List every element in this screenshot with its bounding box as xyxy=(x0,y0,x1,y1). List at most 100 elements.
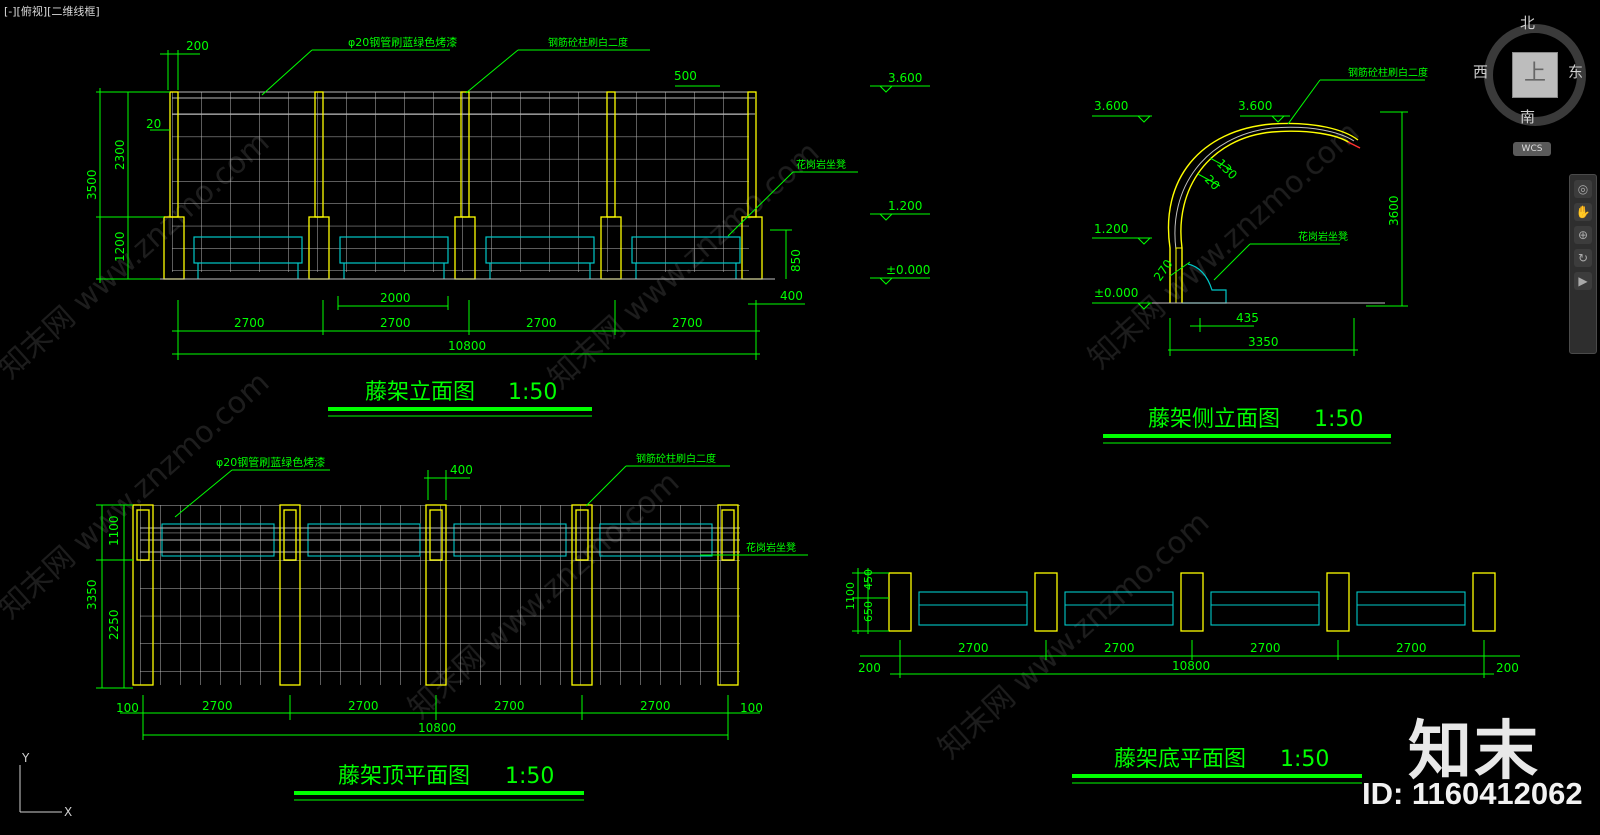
view-scale: 1:50 xyxy=(508,380,557,405)
title-underline xyxy=(328,407,592,411)
columns xyxy=(132,504,739,686)
showmotion-icon[interactable]: ▶ xyxy=(1574,272,1592,290)
dim-span: 2700 xyxy=(672,316,703,330)
column xyxy=(279,504,301,686)
view-scale: 1:50 xyxy=(1280,747,1329,772)
bench xyxy=(193,236,303,264)
bench xyxy=(1356,591,1466,626)
dim-1200: 1200 xyxy=(113,231,127,262)
dim-3350: 3350 xyxy=(85,579,99,610)
dim-400: 400 xyxy=(780,289,803,303)
view-title: 藤架底平面图 xyxy=(1114,747,1246,772)
level-label: ±0.000 xyxy=(1094,286,1138,300)
viewport-controls[interactable]: [-][俯视][二维线框] xyxy=(4,5,100,18)
compass-west[interactable]: 西 xyxy=(1473,63,1489,81)
watermark: 知末网 www.znzmo.com xyxy=(1082,115,1366,376)
bottom-title-block: 藤架底平面图 1:50 xyxy=(1072,747,1362,784)
dim-span: 2700 xyxy=(1250,641,1281,655)
note-column: 钢筋砼柱刷白二度 xyxy=(548,36,628,49)
dim-400: 400 xyxy=(450,463,473,477)
view-scale: 1:50 xyxy=(505,764,554,789)
elevation-view: 200 20 500 2300 3500 1200 850 2000 400 2… xyxy=(85,35,930,417)
level-label: 3.600 xyxy=(1094,99,1128,113)
zoom-icon[interactable]: ⊕ xyxy=(1574,226,1592,244)
viewcube-top-face[interactable]: 上 xyxy=(1512,52,1558,98)
side-title-block: 藤架侧立面图 1:50 xyxy=(1103,407,1391,444)
title-underline xyxy=(1072,774,1362,778)
bench-side xyxy=(1182,263,1227,304)
column xyxy=(571,504,593,686)
note-bench: 花岗岩坐凳 xyxy=(1298,230,1348,243)
navigation-bar: ◎ ✋ ⊕ ↻ ▶ xyxy=(1569,174,1597,354)
dim-200: 200 xyxy=(858,661,881,675)
dim-20: 20 xyxy=(146,117,161,131)
dim-500: 500 xyxy=(674,69,697,83)
ucs-y-label: Y xyxy=(21,751,30,765)
note-pipe: φ20钢管刷蓝绿色烤漆 xyxy=(348,35,457,49)
view-title: 藤架侧立面图 xyxy=(1148,407,1280,432)
bench xyxy=(339,236,449,264)
compass-east[interactable]: 东 xyxy=(1568,63,1584,81)
wcs-menu[interactable]: WCS xyxy=(1513,142,1551,156)
level-label: 3.600 xyxy=(888,71,922,85)
compass-north[interactable]: 北 xyxy=(1520,14,1536,32)
dim-3350: 3350 xyxy=(1248,335,1279,349)
column xyxy=(888,572,912,632)
watermark: 知末网 www.znzmo.com xyxy=(932,505,1216,766)
bench xyxy=(1210,591,1320,626)
column xyxy=(717,504,739,686)
level-label: 1.200 xyxy=(1094,222,1128,236)
benches xyxy=(918,591,1466,626)
dim-3600: 3600 xyxy=(1387,195,1401,226)
dim-435: 435 xyxy=(1236,311,1259,325)
dim-span: 2700 xyxy=(380,316,411,330)
column xyxy=(132,504,154,686)
dim-span: 2700 xyxy=(640,699,671,713)
dim-span: 2700 xyxy=(526,316,557,330)
bench xyxy=(631,236,741,264)
dim-200: 200 xyxy=(1496,661,1519,675)
title-underline xyxy=(294,791,584,795)
bench xyxy=(485,236,595,264)
note-bench: 花岗岩坐凳 xyxy=(746,541,796,554)
dim-total: 10800 xyxy=(1172,659,1210,673)
arch-inner xyxy=(1180,130,1351,303)
dim-20: 20 xyxy=(1202,172,1223,193)
dim-1100: 1100 xyxy=(844,582,857,610)
note-column: 钢筋砼柱刷白二度 xyxy=(636,452,716,465)
dim-450: 450 xyxy=(862,569,875,590)
top-title-block: 藤架顶平面图 1:50 xyxy=(294,764,584,801)
pergola-grid xyxy=(140,505,740,685)
steering-wheel-icon[interactable]: ◎ xyxy=(1574,180,1592,198)
bench xyxy=(1064,591,1174,626)
dim-total: 10800 xyxy=(448,339,486,353)
dim-1100: 1100 xyxy=(107,515,121,546)
top-plan-view: 400 1100 3350 2250 100 100 2700 2700 270… xyxy=(85,452,808,801)
dim-span: 2700 xyxy=(234,316,265,330)
viewcube[interactable]: 上 北 南 东 西 xyxy=(1473,14,1586,134)
dim-850: 850 xyxy=(789,249,803,272)
columns xyxy=(888,572,1496,632)
orbit-icon[interactable]: ↻ xyxy=(1574,249,1592,267)
column xyxy=(1472,572,1496,632)
dim-200: 200 xyxy=(186,39,209,53)
dim-3500: 3500 xyxy=(85,169,99,200)
title-underline xyxy=(1103,434,1391,438)
note-bench: 花岗岩坐凳 xyxy=(796,158,846,171)
dim-span: 2700 xyxy=(958,641,989,655)
pan-icon[interactable]: ✋ xyxy=(1574,203,1592,221)
level-label: 3.600 xyxy=(1238,99,1272,113)
dim-2250: 2250 xyxy=(107,609,121,640)
elevation-title-block: 藤架立面图 1:50 xyxy=(328,380,592,417)
dim-span: 2700 xyxy=(1396,641,1427,655)
dim-total: 10800 xyxy=(418,721,456,735)
dim-span: 2700 xyxy=(348,699,379,713)
ucs-x-label: X xyxy=(64,805,72,819)
dim-650: 650 xyxy=(862,601,875,622)
compass-south[interactable]: 南 xyxy=(1520,108,1536,126)
viewcube-compass-ring[interactable] xyxy=(1484,24,1586,126)
column xyxy=(425,504,447,686)
brand-logo: 知末 xyxy=(1408,715,1540,789)
